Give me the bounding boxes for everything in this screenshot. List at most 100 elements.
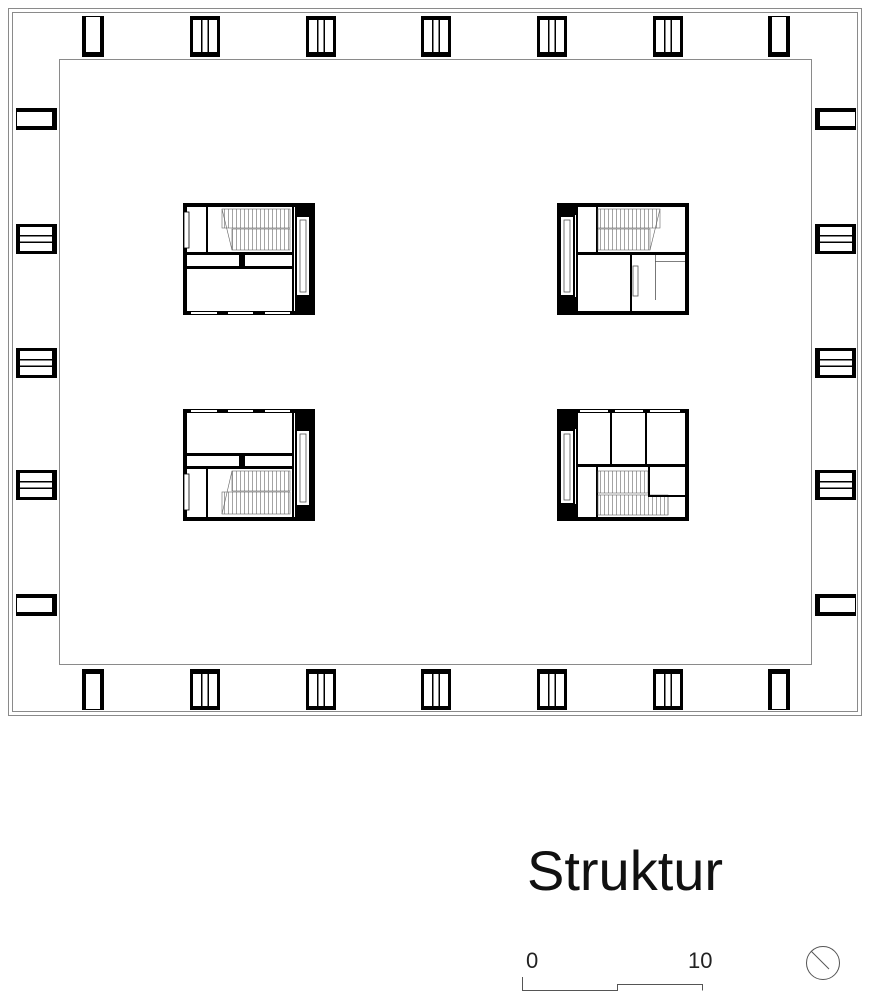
stair-flight (597, 494, 669, 516)
wall (596, 467, 598, 517)
wall (578, 464, 685, 467)
wall (183, 203, 315, 207)
core-bottom-right (557, 409, 689, 521)
wall (680, 409, 689, 413)
wall (292, 207, 294, 311)
stair-landing-edge (649, 208, 661, 251)
column (189, 668, 221, 711)
columns-top-row (81, 15, 791, 58)
wall (576, 207, 578, 311)
shaft-block (295, 506, 315, 521)
facade-outer-line (8, 8, 862, 716)
wall (206, 207, 208, 252)
wall (217, 409, 228, 413)
wall (576, 409, 578, 521)
core-bottom-left (183, 409, 315, 521)
shaft-inner (299, 219, 307, 293)
shaft-block (557, 297, 577, 315)
column (15, 347, 58, 379)
wall (685, 409, 689, 521)
shaft-block (295, 409, 315, 429)
column (536, 15, 568, 58)
column-corner (15, 107, 58, 131)
shaft-inner (563, 219, 571, 293)
wall (183, 311, 191, 315)
stair-flight (231, 228, 291, 251)
wall (217, 311, 228, 315)
column (15, 223, 58, 255)
column-corner (814, 593, 857, 617)
core-top-right (557, 203, 689, 315)
column-corner (767, 668, 791, 711)
column-corner (15, 593, 58, 617)
wall (311, 409, 315, 521)
north-arrow-pointer (810, 950, 830, 970)
column-corner (767, 15, 791, 58)
columns-right-side (814, 107, 857, 617)
stair-flight (231, 470, 291, 492)
column (305, 668, 337, 711)
shaft (295, 429, 311, 507)
wall (578, 252, 685, 255)
shaft-inner (563, 433, 571, 501)
wall (292, 413, 294, 517)
shaft-block (295, 203, 315, 215)
shaft-block (557, 203, 577, 215)
shaft-inner (299, 433, 307, 503)
wall-opening (183, 473, 190, 511)
scale-label-start: 0 (526, 948, 538, 973)
columns-bottom-row (81, 668, 791, 711)
scale-label-end: 10 (688, 948, 712, 973)
column (15, 469, 58, 501)
wall (608, 409, 615, 413)
floor-slab-edge (59, 59, 812, 665)
wall (183, 409, 187, 521)
wall (311, 203, 315, 315)
column (420, 668, 452, 711)
column (189, 15, 221, 58)
column (652, 668, 684, 711)
wall (557, 311, 689, 315)
facade-inner-line (12, 12, 858, 712)
scale-bar-line (522, 977, 703, 991)
wall (183, 517, 315, 521)
shaft (559, 215, 575, 297)
wall (239, 453, 245, 469)
column (305, 15, 337, 58)
column-corner (81, 668, 105, 711)
wall (596, 207, 598, 252)
wall (643, 409, 650, 413)
stair-landing-edge (221, 470, 233, 515)
stair-flight (597, 470, 649, 494)
wall (557, 517, 689, 521)
wall-opening (183, 211, 190, 249)
building-outline (8, 8, 862, 716)
wall (648, 495, 685, 497)
scale-bar: 0 10 (522, 948, 712, 991)
stair-flight (597, 208, 661, 229)
shaft (559, 429, 575, 505)
column-corner (81, 15, 105, 58)
stair-flight (221, 491, 291, 515)
stair-flight (597, 228, 651, 251)
column (814, 223, 857, 255)
wall (610, 413, 612, 465)
north-arrow-circle (806, 946, 840, 980)
column (420, 15, 452, 58)
north-arrow-icon (806, 946, 840, 980)
shaft-block (557, 409, 577, 429)
shaft-block (295, 297, 315, 315)
wall (630, 255, 632, 311)
column (536, 668, 568, 711)
wall (253, 409, 265, 413)
door-opening (632, 265, 639, 297)
plan-title: Struktur (527, 839, 723, 902)
wall (685, 203, 689, 315)
column (814, 347, 857, 379)
stair-flight (221, 208, 291, 229)
wall (253, 311, 265, 315)
wall (557, 203, 689, 207)
wall (239, 252, 245, 269)
stair-landing-edge (221, 208, 233, 251)
wall (183, 203, 187, 315)
